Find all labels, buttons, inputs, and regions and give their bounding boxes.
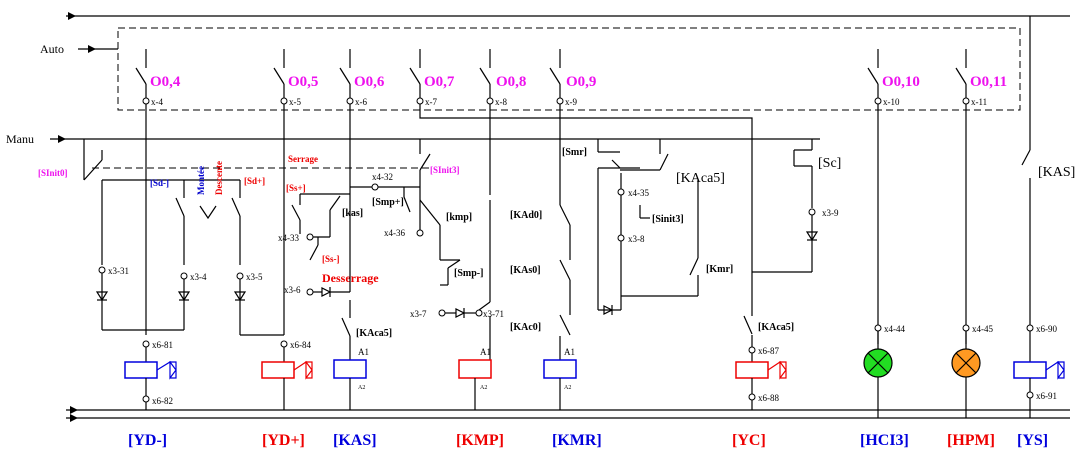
smr-label: [Smr] — [562, 147, 587, 158]
kmr-label: [Kmr] — [706, 264, 733, 275]
ss-plus-label: [Ss+] — [286, 183, 306, 193]
ys-coil — [1013, 361, 1047, 379]
wire-x4-36: x4-36 — [384, 228, 405, 238]
kaca5-b-label: [KAca5] — [758, 322, 794, 333]
output-label-5: O0,9 — [566, 74, 596, 90]
output-label-1: O0,5 — [288, 74, 318, 90]
output-wire-1: x-5 — [289, 97, 301, 107]
wire-x6-88: x6-88 — [758, 393, 779, 403]
yd-plus-coil — [261, 361, 295, 379]
wire-x6-81: x6-81 — [152, 340, 173, 350]
kmr-a2: A2 — [564, 385, 571, 391]
load-labels: [YD-] [YD+] [KAS] [KMP] [KMR] [YC] [HCI3… — [128, 432, 1048, 449]
serrage-label: Serrage — [288, 154, 318, 164]
wire-x6-82: x6-82 — [152, 396, 173, 406]
kaca5-a-label: [KAca5] — [356, 328, 392, 339]
output-contacts: O0,4 x-4 O0,5 x-5 O0,6 x-6 O0,7 x-7 O0,8 — [135, 49, 1007, 344]
ss-minus-label: [Ss-] — [322, 254, 340, 264]
kaca5-top-label: [KAca5] — [676, 171, 725, 186]
manu-label: Manu — [6, 132, 34, 146]
kas-a2: A2 — [358, 385, 365, 391]
manu-input: Manu — [6, 132, 820, 146]
auto-output-box — [117, 27, 1021, 111]
sd-minus-label: [Sd-] — [150, 178, 169, 188]
kmp-coil — [458, 359, 492, 379]
wire-x6-90: x6-90 — [1036, 324, 1057, 334]
wire-x4-45: x4-45 — [972, 324, 993, 334]
sinit0-label: [SInit0] — [38, 168, 68, 178]
auto-label: Auto — [40, 42, 64, 56]
load-label-yd-plus: [YD+] — [262, 432, 305, 449]
kas-a1: A1 — [358, 347, 369, 357]
load-label-yc: [YC] — [732, 432, 766, 449]
load-label-hci3: [HCI3] — [860, 432, 909, 449]
wire-x3-4: x3-4 — [190, 272, 207, 282]
output-label-0: O0,4 — [150, 74, 181, 90]
manual-section: [SInit0] [Sd-] Montée Descente [Sd+] x3-… — [38, 139, 1075, 356]
wire-x3-31: x3-31 — [108, 266, 129, 276]
load-label-yd-minus: [YD-] — [128, 432, 167, 449]
output-label-7: O0,11 — [970, 74, 1007, 90]
descente-label: Descente — [214, 161, 224, 195]
sinit3-label: [SInit3] — [430, 165, 460, 175]
kmr-a1: A1 — [564, 347, 575, 357]
montee-label: Montée — [196, 166, 206, 195]
output-wire-5: x-9 — [565, 97, 577, 107]
output-wire-3: x-7 — [425, 97, 437, 107]
load-label-kmp: [KMP] — [456, 432, 504, 449]
sc-label: [Sc] — [818, 156, 841, 171]
loads: x6-81 x6-82 x6-84 A1 A2 A1 A2 A1 A2 — [124, 324, 1065, 418]
output-wire-2: x-6 — [355, 97, 367, 107]
kas-coil — [333, 359, 367, 379]
wire-x4-44: x4-44 — [884, 324, 905, 334]
wire-x4-33: x4-33 — [278, 233, 299, 243]
kmr-coil — [543, 359, 577, 379]
top-rail — [66, 12, 1070, 150]
output-label-4: O0,8 — [496, 74, 526, 90]
kmp-label: [kmp] — [446, 212, 472, 223]
wire-x3-71: x3-71 — [483, 309, 504, 319]
load-label-kas: [KAS] — [333, 432, 377, 449]
wire-x3-6: x3-6 — [284, 285, 301, 295]
wire-x3-7: x3-7 — [410, 309, 427, 319]
smp-minus-label: [Smp-] — [454, 268, 483, 279]
kmp-a1: A1 — [480, 347, 491, 357]
wire-x4-32: x4-32 — [372, 172, 393, 182]
output-wire-0: x-4 — [151, 97, 163, 107]
kac0-label: [KAc0] — [510, 322, 541, 333]
kas0-label: [KAs0] — [510, 265, 541, 276]
sinit3b-label: [Sinit3] — [652, 214, 684, 225]
kas-contact-label: [kas] — [342, 208, 363, 219]
output-wire-4: x-8 — [495, 97, 507, 107]
output-label-2: O0,6 — [354, 74, 385, 90]
yc-coil — [735, 361, 769, 379]
desserrage-label: Desserrage — [322, 271, 379, 285]
kad0-label: [KAd0] — [510, 210, 542, 221]
load-label-kmr: [KMR] — [552, 432, 602, 449]
smp-plus-label: [Smp+] — [372, 197, 404, 208]
wire-x3-8: x3-8 — [628, 234, 645, 244]
load-label-hpm: [HPM] — [947, 432, 995, 449]
yd-minus-coil — [124, 361, 158, 379]
wire-x4-35: x4-35 — [628, 188, 649, 198]
kmp-a2: A2 — [480, 385, 487, 391]
output-wire-6: x-10 — [883, 97, 900, 107]
wire-x3-5: x3-5 — [246, 272, 263, 282]
output-label-3: O0,7 — [424, 74, 455, 90]
load-label-ys: [YS] — [1017, 432, 1048, 449]
wire-x6-87: x6-87 — [758, 346, 779, 356]
bottom-rails — [66, 406, 1070, 422]
output-label-6: O0,10 — [882, 74, 920, 90]
wire-x6-84: x6-84 — [290, 340, 311, 350]
auto-input: Auto — [40, 42, 118, 56]
sd-plus-label: [Sd+] — [244, 176, 265, 186]
wire-x3-9: x3-9 — [822, 208, 839, 218]
kas-big-label: [KAS] — [1038, 165, 1075, 180]
wire-x6-91: x6-91 — [1036, 391, 1057, 401]
output-wire-7: x-11 — [971, 97, 987, 107]
